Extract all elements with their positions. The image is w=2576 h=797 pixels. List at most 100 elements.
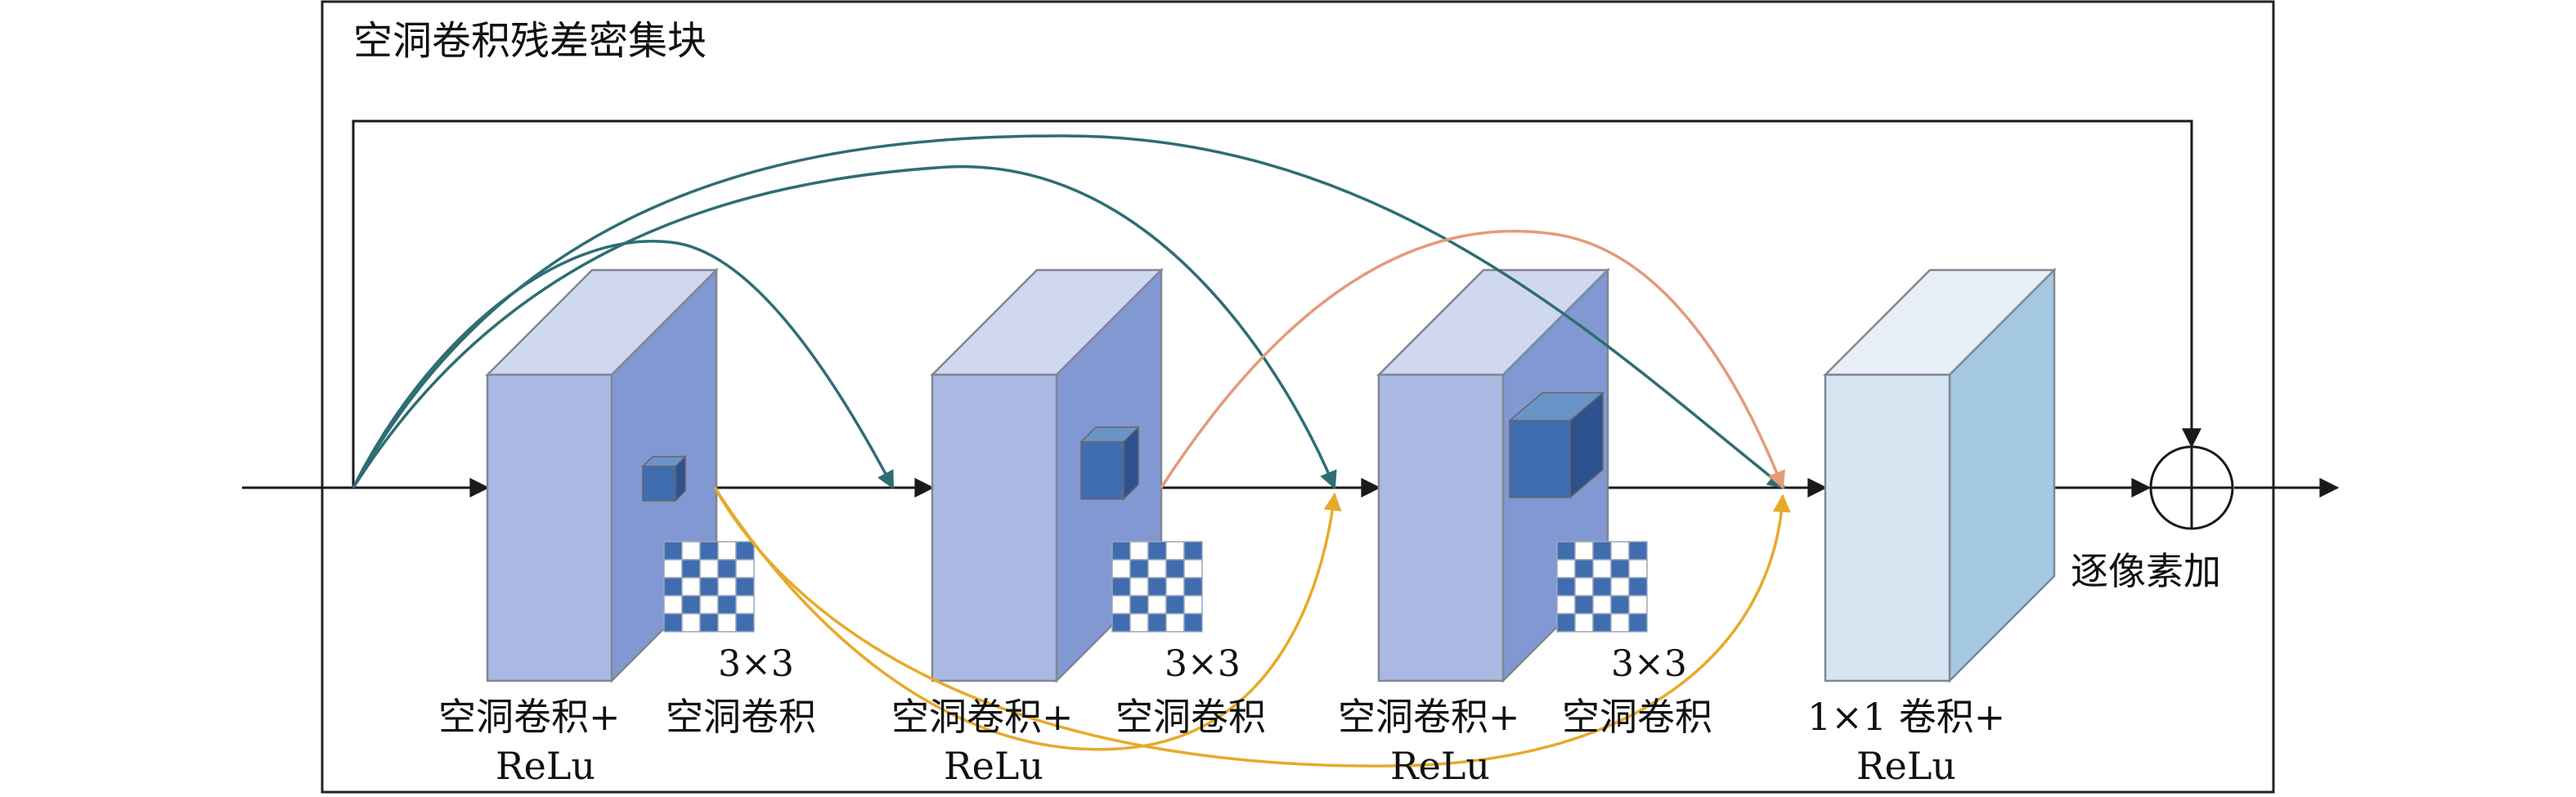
kernel-cell [681,559,701,579]
kernel-cell [1147,595,1167,615]
kernel-cell [1592,541,1612,561]
kernel-cell [735,595,755,615]
kernel-cell [1556,613,1576,633]
kernel-cell [1574,541,1594,561]
kernel-cell [1147,613,1167,633]
kernel-cell [735,613,755,633]
kernel-cell [717,577,737,597]
kernel-cell [1628,595,1648,615]
kernel-cell [1556,541,1576,561]
elementwise-add-node [2149,445,2234,530]
dilated-conv-block-2 [929,267,1203,684]
kernel-cell [1574,577,1594,597]
block-label-line2-2: ReLu [944,744,1043,788]
dense-link-input-to-block4 [352,134,1786,489]
dilated-kernel-grid [1111,541,1203,633]
kernel-cell [1610,595,1630,615]
kernel-cell [663,559,683,579]
block-front-face [1377,373,1505,682]
kernel-cell [681,595,701,615]
kernel-cell [1610,559,1630,579]
kernel-cell [1610,541,1630,561]
kernel-type-label-3: 空洞卷积 [1562,695,1712,739]
kernel-cell [717,559,737,579]
kernel-cell [663,541,683,561]
block-front-face [1824,373,1951,682]
kernel-cell [1592,595,1612,615]
kernel-cell [1147,559,1167,579]
kernel-cell [663,613,683,633]
kernel-cell [1111,559,1131,579]
kernel-cell [1556,559,1576,579]
kernel-cube [1507,391,1605,499]
kernel-cell [1183,595,1203,615]
dense-link-input-to-block2 [352,240,895,489]
kernel-cell [1592,613,1612,633]
kernel-cell [1129,541,1149,561]
kernel-size-label-3: 3×3 [1611,643,1687,685]
kernel-cell [1129,559,1149,579]
kernel-cell [681,613,701,633]
kernel-cell [735,541,755,561]
kernel-cell [1556,595,1576,615]
kernel-cell [1111,595,1131,615]
block-front-face [931,373,1058,682]
kernel-cell [735,577,755,597]
dense-link-block1-to-block4 [713,487,1791,768]
elementwise-add-label: 逐像素加 [2071,549,2221,593]
kernel-cell [1628,559,1648,579]
kernel-cell [1556,577,1576,597]
kernel-cell [1610,613,1630,633]
kernel-cell [699,541,719,561]
dense-link-block1-to-block3 [713,487,1342,751]
dense-link-block2-to-block4 [1160,229,1785,490]
module-title: 空洞卷积残差密集块 [353,18,707,64]
block-front-face [486,373,613,682]
kernel-cell [663,577,683,597]
block-label-line1-1: 空洞卷积+ [438,695,621,739]
kernel-cell [1592,577,1612,597]
kernel-cell [1592,559,1612,579]
kernel-cell [1165,595,1185,615]
kernel-type-label-2: 空洞卷积 [1115,695,1266,739]
kernel-cell [699,577,719,597]
dilated-kernel-grid [1556,541,1648,633]
kernel-cell [1165,541,1185,561]
kernel-cell [1610,577,1630,597]
kernel-cell [663,595,683,615]
kernel-cell [717,613,737,633]
block-label-line2-1: ReLu [496,744,595,788]
dilated-kernel-grid [663,541,755,633]
kernel-cell [1628,613,1648,633]
kernel-cell [1165,559,1185,579]
kernel-cell [681,541,701,561]
kernel-cell [1183,577,1203,597]
kernel-cell [699,613,719,633]
dilated-conv-block-1 [484,267,755,684]
global-skip-connection [352,119,2201,488]
kernel-cell [1183,613,1203,633]
block-label-line1-4: 1×1 卷积+ [1807,695,2005,739]
kernel-cube [641,455,687,502]
block-label-line2-3: ReLu [1390,744,1490,788]
kernel-cell [1111,541,1131,561]
pointwise-conv-block [1822,267,2058,684]
module-frame [321,0,2275,794]
kernel-cell [717,595,737,615]
kernel-cell [735,559,755,579]
kernel-cell [1111,613,1131,633]
kernel-cell [717,541,737,561]
kernel-cell [1165,613,1185,633]
kernel-cell [699,595,719,615]
kernel-cell [1183,559,1203,579]
kernel-cell [1628,541,1648,561]
kernel-size-label-1: 3×3 [718,643,794,685]
kernel-cell [1129,577,1149,597]
dilated-conv-block-3 [1376,267,1648,684]
kernel-cell [1574,559,1594,579]
block-label-line1-3: 空洞卷积+ [1338,695,1520,739]
kernel-cell [1147,577,1167,597]
kernel-cell [1574,613,1594,633]
kernel-cell [1129,613,1149,633]
